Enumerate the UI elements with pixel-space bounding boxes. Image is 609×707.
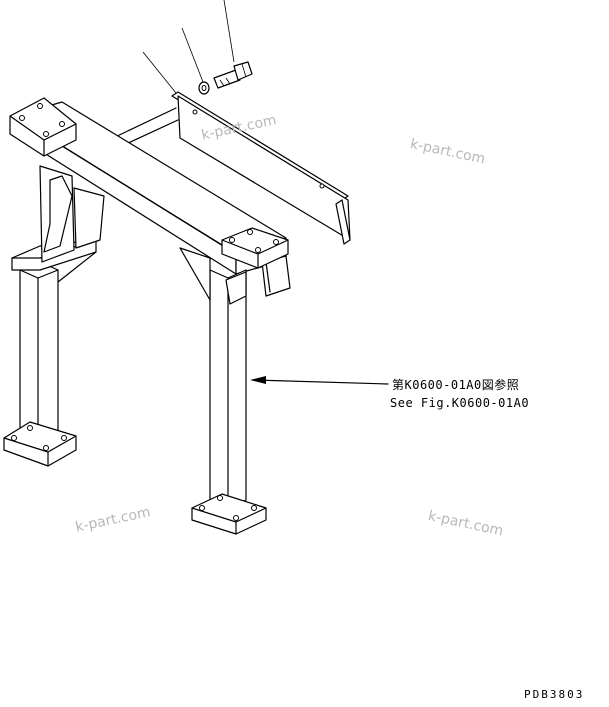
right-top-plate (221, 227, 289, 269)
right-foot-plate (191, 493, 267, 535)
angle-bracket (171, 91, 351, 245)
reference-label-japanese: 第K0600-01A0図参照 (392, 378, 520, 392)
left-foot-plate (3, 421, 77, 467)
reference-label-english: See Fig.K0600-01A0 (390, 396, 530, 410)
right-leg (179, 247, 247, 509)
bolt (213, 61, 253, 89)
reference-arrow (250, 376, 389, 385)
leader-lines (142, 0, 235, 99)
left-leg (11, 165, 105, 453)
washer (198, 81, 210, 95)
drawing-code: PDB3803 (524, 688, 585, 701)
